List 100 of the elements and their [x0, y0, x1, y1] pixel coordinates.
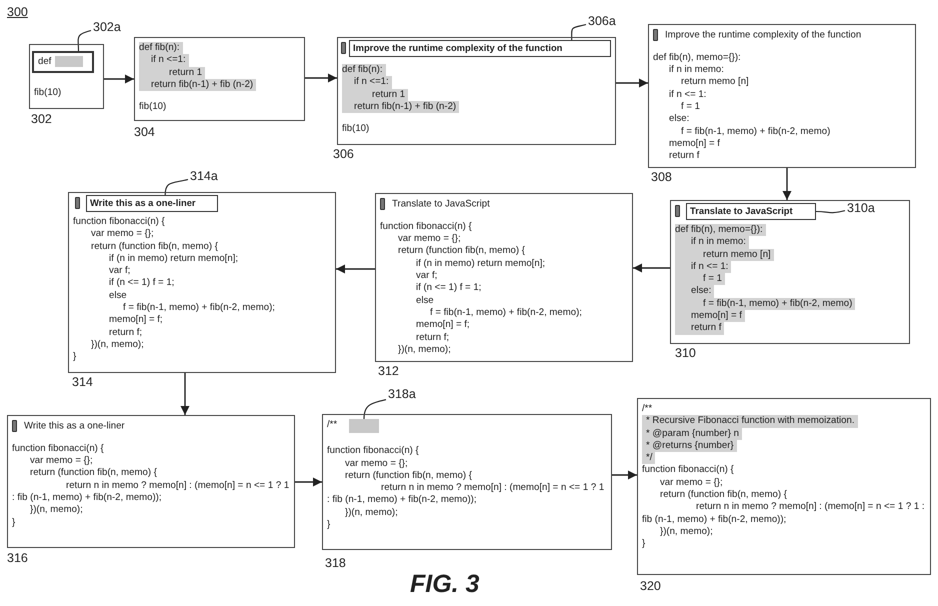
figure-caption: FIG. 3	[410, 570, 480, 599]
code-line: memo[n] = f;	[109, 314, 164, 327]
leader-line	[363, 399, 386, 420]
code-line: return f	[669, 150, 700, 162]
code-line: var f;	[416, 270, 438, 282]
code-line: return f;	[109, 326, 144, 339]
code-line: }	[327, 519, 332, 532]
code-line: })(n, memo);	[345, 506, 399, 520]
code-line: function fibonacci(n) {	[327, 445, 420, 458]
reference-numeral: 318	[325, 556, 346, 570]
reference-numeral: 314	[72, 375, 93, 389]
arrow	[612, 470, 637, 480]
reference-numeral: 316	[7, 551, 28, 565]
code-line: f = fib(n-1, memo) + fib(n-2, memo);	[430, 306, 583, 320]
code-line: if (n in memo) return memo[n];	[416, 258, 546, 270]
code-line: }	[642, 538, 646, 551]
code-line: })(n, memo);	[91, 338, 145, 352]
input-box	[32, 51, 94, 73]
arrow	[782, 168, 792, 200]
code-line: fib(10)	[139, 101, 168, 114]
reference-label: 318a	[388, 387, 416, 401]
code-line: function fibonacci(n) {	[642, 464, 735, 477]
code-line: function fibonacci(n) {	[380, 220, 473, 234]
reference-label: 306a	[588, 14, 616, 28]
code-line: f = 1	[681, 101, 701, 114]
code-line: else	[416, 294, 435, 307]
reference-numeral: 308	[651, 170, 672, 184]
prompt-text: Improve the runtime complexity of the function	[665, 30, 862, 41]
code-panel	[648, 24, 916, 168]
code-line: return n in memo ? memo[n] : (memo[n] = n <= 1 ? 1 : fib (n-1, memo) + fib(n-2, memo));	[327, 482, 606, 507]
code-line: })(n, memo);	[30, 504, 84, 517]
code-line: memo[n] = f	[669, 138, 721, 150]
code-line: /**	[642, 403, 654, 416]
code-line: return n in memo ? memo[n] : (memo[n] = n <= 1 ? 1 : fib (n-1, memo) + fib(n-2, memo));	[12, 480, 290, 504]
code-line: }	[12, 516, 16, 529]
code-panel	[68, 192, 336, 373]
code-line: return (function fib(n, memo) {	[398, 245, 526, 258]
code-line: if n in memo:	[669, 64, 725, 76]
leader-line	[816, 210, 846, 214]
code-line: var memo = {};	[30, 455, 94, 468]
reference-numeral: 306	[333, 147, 354, 161]
code-line: return f;	[416, 332, 450, 344]
code-line: f = fib(n-1, memo) + fib(n-2, memo)	[681, 126, 832, 138]
code-line: function fibonacci(n) {	[12, 442, 105, 456]
code-line: f = fib(n-1, memo) + fib(n-2, memo);	[123, 302, 276, 314]
code-line: if (n <= 1) f = 1;	[109, 277, 176, 290]
leader-line	[164, 178, 188, 196]
code-line: memo[n] = f;	[416, 319, 471, 332]
code-line: return n in memo ? memo[n] : (memo[n] = n <= 1 ? 1 : fib (n-1, memo) + fib(n-2, memo));	[642, 501, 926, 526]
prompt-box: Translate to JavaScript	[686, 203, 816, 220]
reference-numeral: 320	[640, 579, 661, 593]
arrow	[633, 264, 670, 272]
code-line: var f;	[109, 265, 132, 278]
code-panel	[337, 37, 616, 145]
reference-numeral: 302	[31, 112, 52, 126]
prompt-text: Translate to JavaScript	[392, 198, 490, 210]
arrow	[295, 478, 322, 486]
reference-label: 314a	[190, 169, 218, 183]
code-line: else	[109, 290, 128, 302]
placeholder-block	[349, 419, 379, 433]
code-line: var memo = {};	[660, 476, 724, 490]
code-line: else:	[669, 113, 690, 126]
code-line: if n <= 1:	[669, 88, 708, 102]
code-line: })(n, memo);	[398, 344, 452, 356]
prompt-box: Write this as a one-liner	[86, 195, 218, 212]
code-line: return (function fib(n, memo) {	[91, 240, 219, 253]
figure-number: 300	[7, 5, 28, 19]
code-line: return (function fib(n, memo) {	[660, 489, 788, 502]
code-line: def fib(n), memo={}):	[653, 52, 742, 64]
prompt-box: Improve the runtime complexity of the function	[349, 40, 611, 57]
code-line: if (n <= 1) f = 1;	[416, 282, 482, 295]
code-panel	[134, 37, 305, 121]
code-line: })(n, memo);	[660, 526, 714, 538]
code-panel	[375, 193, 633, 362]
arrow	[104, 74, 134, 84]
code-panel	[637, 398, 931, 575]
reference-numeral: 312	[378, 364, 399, 378]
prompt-text: Write this as a one-liner	[24, 420, 125, 432]
reference-label: 302a	[93, 20, 121, 34]
code-panel	[670, 200, 910, 344]
reference-numeral: 304	[134, 125, 155, 139]
code-line: if (n in memo) return memo[n];	[109, 252, 240, 266]
arrow	[305, 74, 337, 82]
code-line: var memo = {};	[91, 228, 155, 241]
code-line: fib(10)	[342, 123, 370, 136]
reference-label: 310a	[847, 202, 875, 214]
arrow	[616, 78, 648, 88]
code-line: var memo = {};	[345, 458, 409, 470]
code-line: /**	[327, 419, 338, 432]
arrow	[180, 373, 190, 415]
code-line: var memo = {};	[398, 233, 462, 246]
leader-line	[571, 24, 586, 40]
code-panel	[29, 44, 104, 109]
code-line: fib(10)	[34, 87, 62, 100]
code-line: return memo [n]	[681, 76, 750, 89]
code-line: function fibonacci(n) {	[73, 216, 166, 228]
code-panel	[322, 414, 612, 550]
code-text: def	[38, 56, 52, 68]
leader-line	[78, 30, 92, 51]
code-line: }	[73, 351, 78, 364]
